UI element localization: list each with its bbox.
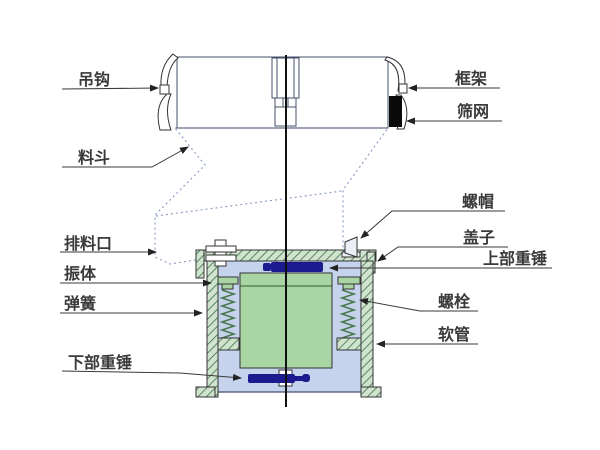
leader-nut	[360, 210, 505, 239]
leader-cover	[377, 246, 508, 262]
label-upper-weight: 上部重锤	[483, 249, 547, 268]
label-bolt: 螺栓	[438, 292, 471, 311]
machine-wall-right	[360, 260, 374, 398]
upper-weight-knob	[263, 263, 271, 271]
nut-cone	[341, 236, 361, 258]
machine-base	[195, 236, 382, 398]
label-hose: 软管	[438, 325, 470, 344]
label-lower-weight: 下部重锤	[68, 353, 132, 372]
end-cap-left	[157, 93, 172, 131]
spring-right	[336, 276, 362, 351]
flange-right	[360, 386, 382, 398]
spring-seat-right	[337, 276, 361, 285]
hook-lug-left	[159, 84, 170, 95]
frame-blade-right	[384, 56, 406, 93]
spring-seat-stem-right	[342, 283, 355, 290]
frame-lug-right	[398, 83, 408, 94]
drum-body	[176, 56, 389, 129]
lower-weight-knob	[302, 374, 310, 382]
leader-bolt	[359, 298, 478, 312]
bolt-assembly	[205, 239, 237, 267]
leader-hook	[61, 84, 159, 92]
spring-coil-right	[339, 289, 357, 339]
label-spring: 弹簧	[64, 294, 96, 313]
label-cover: 盖子	[463, 228, 495, 247]
label-hook: 吊钩	[78, 70, 110, 89]
funnel-back-edge	[155, 190, 343, 217]
hopper-funnel	[154, 127, 390, 265]
hook-left	[157, 53, 179, 131]
label-hopper: 料斗	[78, 148, 110, 167]
label-body: 振体	[64, 264, 97, 283]
label-nut: 螺帽	[462, 192, 494, 211]
screen-mesh-strip	[389, 96, 402, 127]
upper-weight-bar	[271, 262, 323, 272]
label-mesh: 筛网	[457, 102, 489, 121]
spring-coil-left	[219, 289, 237, 339]
frame-cap-right	[384, 56, 408, 130]
spring-base-right	[336, 337, 362, 351]
spring-seat-stem-left	[221, 283, 234, 290]
machine-wall-left	[206, 260, 219, 398]
spring-left	[214, 276, 240, 351]
leader-hopper	[62, 146, 189, 168]
label-discharge: 排料口	[64, 234, 112, 253]
flange-left	[195, 386, 216, 398]
labels: 吊钩 料斗 排料口 振体 弹簧 下部重锤 框架 筛网 螺帽 盖子 上部重锤 螺栓…	[64, 69, 547, 372]
lower-weight-bar	[248, 374, 295, 383]
leader-lines	[60, 84, 552, 381]
cover-step-left	[195, 249, 205, 279]
leader-lower-weight	[61, 370, 242, 381]
spring-seat-left	[215, 276, 239, 285]
lower-weight-shaft	[295, 376, 303, 381]
spring-base-left	[214, 337, 240, 351]
label-frame: 框架	[455, 69, 487, 88]
